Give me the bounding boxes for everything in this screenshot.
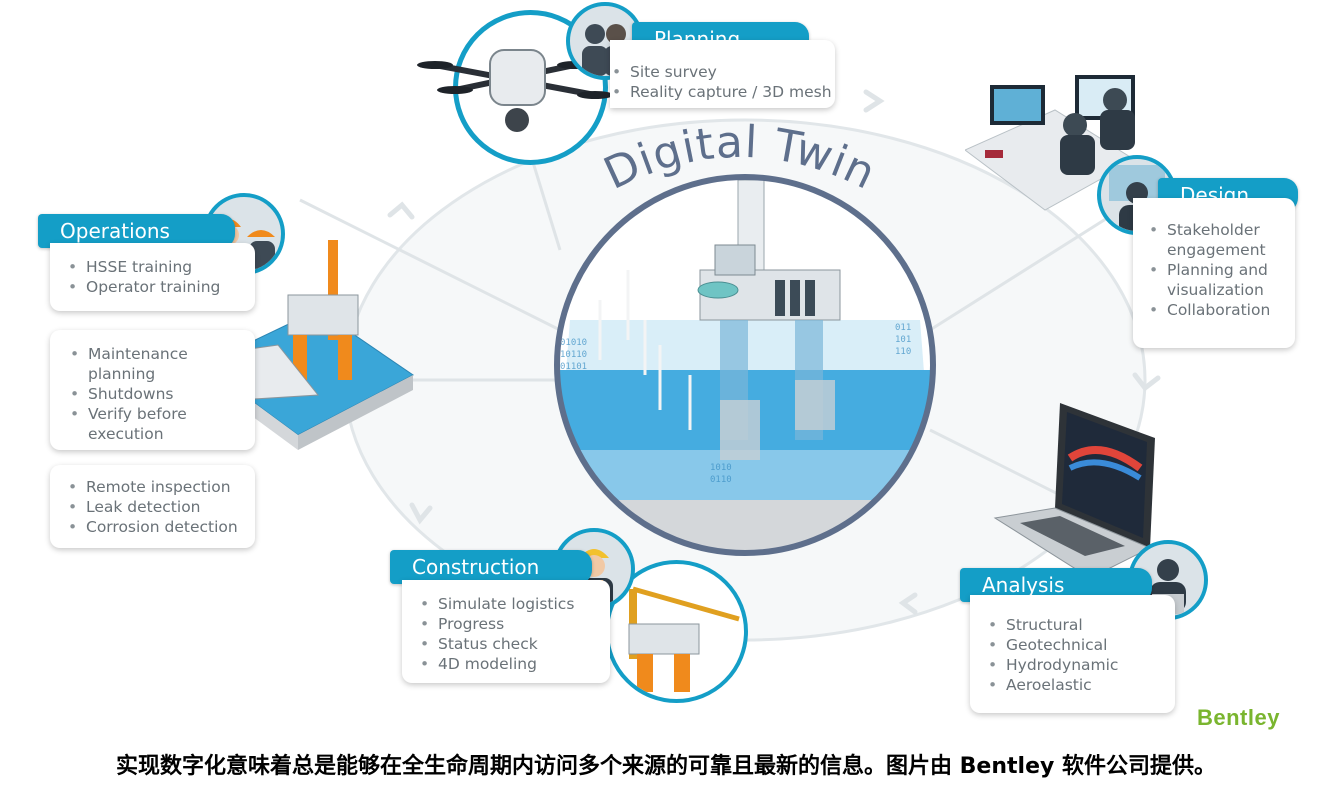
list-item: Stakeholder engagement	[1147, 220, 1292, 260]
digital-twin-hub: 01010 10110 01101 011 101 110 1010 0110	[550, 170, 940, 560]
operations-card-maintenance: Maintenance planning Shutdowns Verify be…	[50, 330, 255, 450]
operations-inspection-list: Remote inspection Leak detection Corrosi…	[66, 477, 238, 537]
svg-text:Digital Twin: Digital Twin	[600, 117, 880, 200]
list-item: Hydrodynamic	[986, 655, 1118, 675]
list-item: Remote inspection	[66, 477, 238, 497]
offshore-platform-icon: 01010 10110 01101 011 101 110 1010 0110	[550, 170, 940, 560]
construction-list: Simulate logistics Progress Status check…	[418, 594, 574, 674]
digital-twin-title-arc: Digital Twin	[600, 112, 880, 202]
list-item: Simulate logistics	[418, 594, 574, 614]
list-item: Maintenance planning	[68, 344, 188, 384]
list-item: 4D modeling	[418, 654, 574, 674]
list-item: Reality capture / 3D mesh	[610, 82, 832, 102]
design-card: Stakeholder engagement Planning and visu…	[1133, 198, 1295, 348]
list-item: Operator training	[66, 277, 220, 297]
analysis-list: Structural Geotechnical Hydrodynamic Aer…	[986, 615, 1118, 695]
list-item: Shutdowns	[68, 384, 188, 404]
list-item: Aeroelastic	[986, 675, 1118, 695]
bentley-logo: Bentley	[1197, 705, 1280, 731]
svg-text:110: 110	[895, 347, 911, 357]
operations-card-training: HSSE training Operator training	[50, 243, 255, 311]
list-item: Planning and visualization	[1147, 260, 1292, 300]
svg-text:0110: 0110	[710, 475, 732, 485]
list-item: Corrosion detection	[66, 517, 238, 537]
svg-text:01010: 01010	[560, 338, 587, 348]
list-item: Verify before execution	[68, 404, 188, 444]
planning-list: Site survey Reality capture / 3D mesh	[610, 62, 832, 102]
svg-text:101: 101	[895, 335, 911, 345]
list-item: Progress	[418, 614, 574, 634]
figure-caption: 实现数字化意味着总是能够在全生命周期内访问多个来源的可靠且最新的信息。图片由 B…	[0, 748, 1332, 780]
list-item: Status check	[418, 634, 574, 654]
operations-training-list: HSSE training Operator training	[66, 257, 220, 297]
operations-maintenance-list: Maintenance planning Shutdowns Verify be…	[68, 344, 188, 444]
design-list: Stakeholder engagement Planning and visu…	[1147, 220, 1292, 320]
planning-card: Site survey Reality capture / 3D mesh	[610, 40, 835, 108]
list-item: Structural	[986, 615, 1118, 635]
list-item: Collaboration	[1147, 300, 1292, 320]
page-title: Digital Twin	[600, 117, 880, 200]
list-item: Leak detection	[66, 497, 238, 517]
svg-text:011: 011	[895, 323, 911, 333]
list-item: Geotechnical	[986, 635, 1118, 655]
list-item: HSSE training	[66, 257, 220, 277]
construction-card: Simulate logistics Progress Status check…	[402, 580, 610, 683]
construction-tab[interactable]: Construction	[390, 550, 592, 584]
svg-text:10110: 10110	[560, 350, 587, 360]
analysis-card: Structural Geotechnical Hydrodynamic Aer…	[970, 595, 1175, 713]
svg-text:1010: 1010	[710, 463, 732, 473]
operations-card-inspection: Remote inspection Leak detection Corrosi…	[50, 465, 255, 548]
svg-text:01101: 01101	[560, 362, 587, 372]
list-item: Site survey	[610, 62, 832, 82]
